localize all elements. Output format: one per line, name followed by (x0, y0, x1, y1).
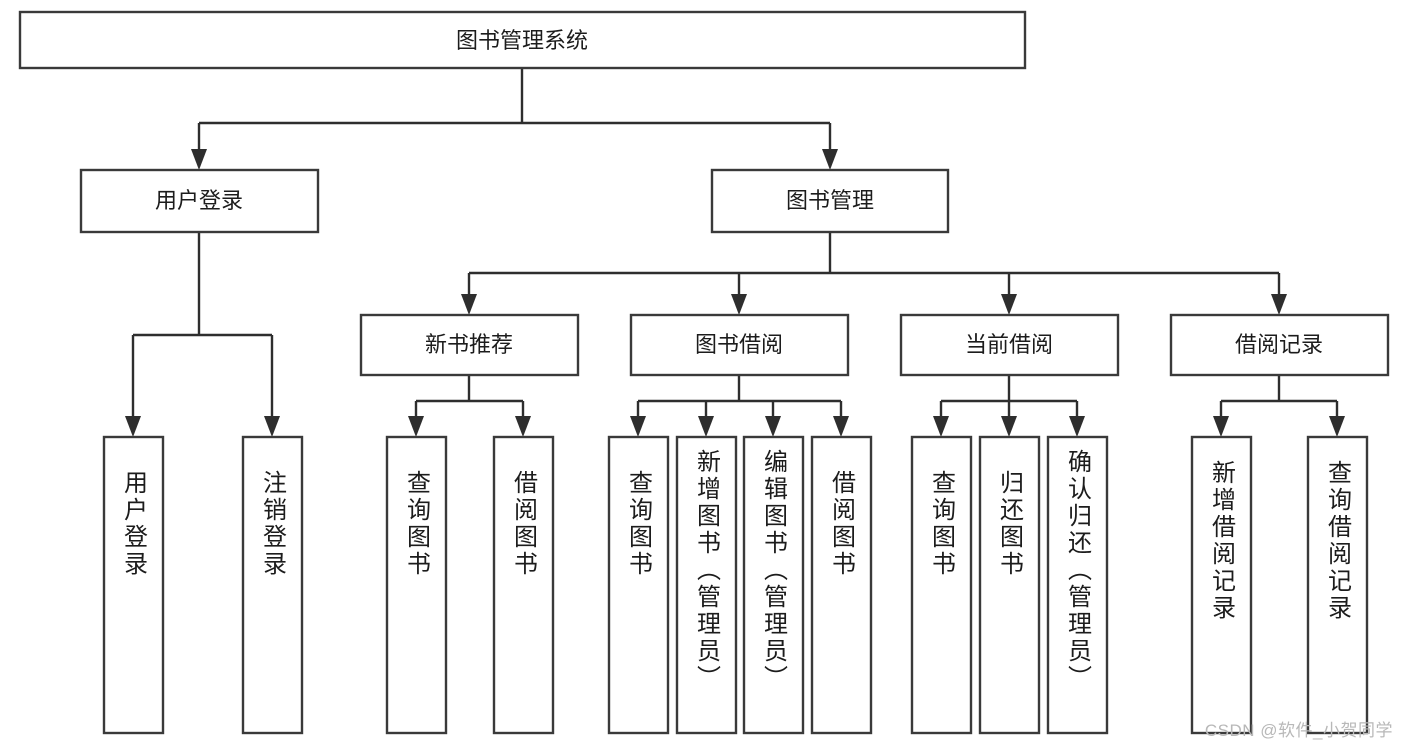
leaf-re-query-record-box[interactable] (1306, 435, 1369, 735)
leaf-node[interactable]: 新增借阅记录 (1190, 435, 1253, 735)
leaf-cu-confirm-return-box[interactable] (1046, 435, 1109, 735)
node-root-label: 图书管理系统 (456, 28, 588, 53)
arrow-head-cu-leaf3 (1069, 416, 1085, 437)
arrow-head-record (1271, 294, 1287, 315)
leaf-cu-return-book-box[interactable] (978, 435, 1041, 735)
node-user-login-label: 用户登录 (155, 188, 243, 213)
node-user-login-box[interactable] (79, 168, 320, 234)
leaf-node[interactable]: 查询借阅记录 (1306, 435, 1369, 735)
leaf-nb-query-book-label: 查询图书 (403, 470, 431, 578)
arrow-head-user-login (191, 149, 207, 170)
leaf-node[interactable]: 新增图书（管理员） (675, 435, 738, 735)
node-borrow-record-label: 借阅记录 (1235, 332, 1323, 357)
node-new-book-recommend-label: 新书推荐 (425, 332, 513, 357)
node-book-management[interactable]: 图书管理 (710, 168, 950, 234)
node-book-borrow[interactable]: 图书借阅 (629, 313, 850, 377)
arrow-head-bo-leaf1 (630, 416, 646, 437)
leaf-nb-borrow-book-box[interactable] (492, 435, 555, 735)
node-book-management-box[interactable] (710, 168, 950, 234)
node-book-management-label: 图书管理 (786, 188, 874, 213)
leaf-user-login-box[interactable] (102, 435, 165, 735)
node-root[interactable]: 图书管理系统 (18, 10, 1027, 70)
leaf-re-query-record-label: 查询借阅记录 (1324, 460, 1352, 622)
arrow-head-bo-leaf2 (698, 416, 714, 437)
leaf-nb-query-book-box[interactable] (385, 435, 448, 735)
leaf-bo-add-book-box[interactable] (675, 435, 738, 735)
leaf-node[interactable]: 归还图书 (978, 435, 1041, 735)
node-borrow-record[interactable]: 借阅记录 (1169, 313, 1390, 377)
leaf-bo-borrow-book-box[interactable] (810, 435, 873, 735)
arrow-head-nb-leaf2 (515, 416, 531, 437)
arrow-head-re-leaf2 (1329, 416, 1345, 437)
leaf-bo-edit-book-label: 编辑图书（管理员） (760, 449, 788, 692)
leaf-bo-edit-book-box[interactable] (742, 435, 805, 735)
arrow-head-current (1001, 294, 1017, 315)
arrow-head-bo-leaf4 (833, 416, 849, 437)
node-root-box[interactable] (18, 10, 1027, 70)
leaf-node[interactable]: 编辑图书（管理员） (742, 435, 805, 735)
leaf-node[interactable]: 用户登录 (102, 435, 165, 735)
node-current-borrow[interactable]: 当前借阅 (899, 313, 1120, 377)
leaf-node[interactable]: 借阅图书 (810, 435, 873, 735)
leaf-node[interactable]: 查询图书 (910, 435, 973, 735)
leaf-bo-add-book-label: 新增图书（管理员） (693, 449, 721, 692)
arrow-head-borrow (731, 294, 747, 315)
node-new-book-recommend-box[interactable] (359, 313, 580, 377)
leaf-bo-query-book-label: 查询图书 (625, 470, 653, 578)
leaf-node[interactable]: 查询图书 (607, 435, 670, 735)
leaf-re-add-record-box[interactable] (1190, 435, 1253, 735)
leaf-node[interactable]: 确认归还（管理员） (1046, 435, 1109, 735)
leaf-re-add-record-label: 新增借阅记录 (1208, 460, 1236, 622)
arrow-head-nb-leaf1 (408, 416, 424, 437)
connector-layer (125, 68, 1345, 437)
leaf-user-login-label: 用户登录 (120, 470, 148, 578)
leaf-bo-borrow-book-label: 借阅图书 (828, 470, 856, 578)
leaf-cu-return-book-label: 归还图书 (996, 470, 1024, 578)
node-current-borrow-box[interactable] (899, 313, 1120, 377)
arrow-head-ul-leaf1 (125, 416, 141, 437)
leaf-cu-query-book-box[interactable] (910, 435, 973, 735)
leaf-node[interactable]: 注销登录 (241, 435, 304, 735)
node-borrow-record-box[interactable] (1169, 313, 1390, 377)
arrow-head-cu-leaf2 (1001, 416, 1017, 437)
leaf-logout-box[interactable] (241, 435, 304, 735)
leaf-cu-confirm-return-label: 确认归还（管理员） (1064, 449, 1092, 692)
leaf-node[interactable]: 查询图书 (385, 435, 448, 735)
arrow-head-bo-leaf3 (765, 416, 781, 437)
node-new-book-recommend[interactable]: 新书推荐 (359, 313, 580, 377)
arrow-head-cu-leaf1 (933, 416, 949, 437)
arrow-head-re-leaf1 (1213, 416, 1229, 437)
leaf-nb-borrow-book-label: 借阅图书 (510, 470, 538, 578)
node-user-login[interactable]: 用户登录 (79, 168, 320, 234)
leaf-logout-label: 注销登录 (259, 470, 287, 578)
arrow-head-book-mgmt (822, 149, 838, 170)
arrow-head-new-book (461, 294, 477, 315)
node-book-borrow-box[interactable] (629, 313, 850, 377)
arrow-head-ul-leaf2 (264, 416, 280, 437)
node-book-borrow-label: 图书借阅 (695, 332, 783, 357)
leaf-bo-query-book-box[interactable] (607, 435, 670, 735)
node-current-borrow-label: 当前借阅 (965, 332, 1053, 357)
leaf-cu-query-book-label: 查询图书 (928, 470, 956, 578)
leaf-node[interactable]: 借阅图书 (492, 435, 555, 735)
